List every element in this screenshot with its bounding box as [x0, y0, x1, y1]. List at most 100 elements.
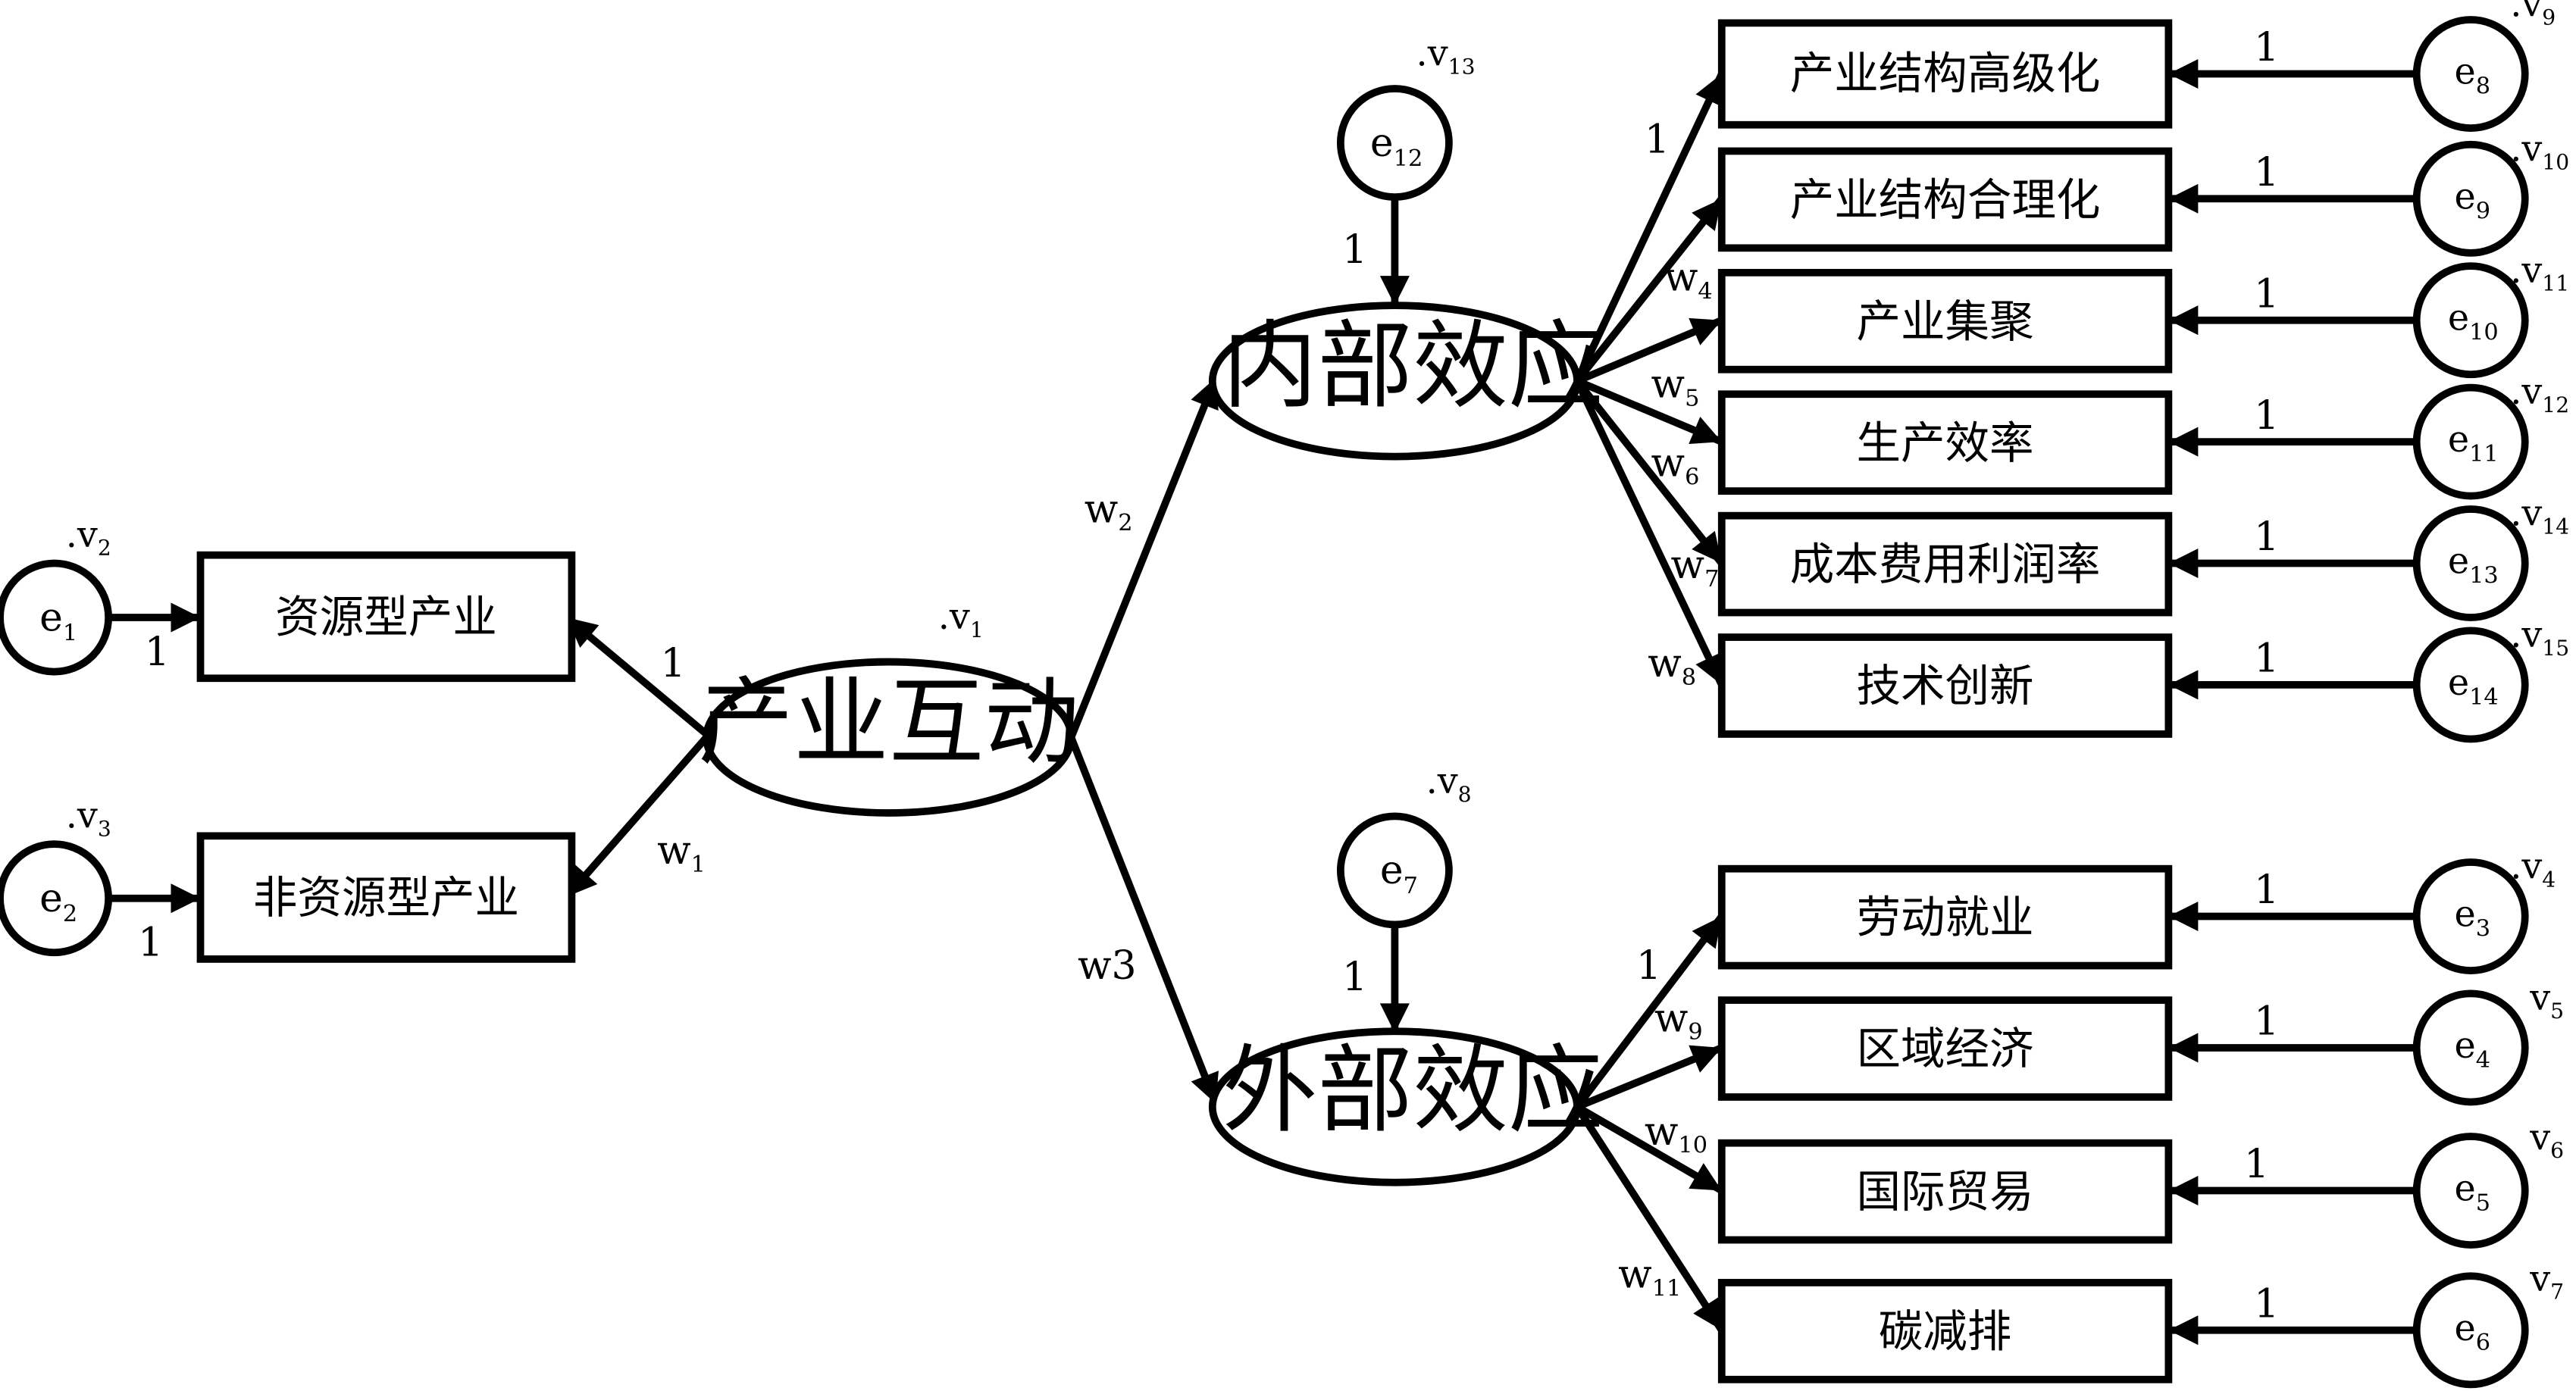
latent-interaction: [703, 658, 1075, 817]
box-trade-label: 国际贸易: [1857, 1166, 2034, 1218]
coef-w2: w2: [1085, 486, 1133, 536]
coef-external-1: 1: [1636, 943, 1661, 989]
coef-e14-1: 1: [2254, 636, 2279, 682]
variance-v8: .v8: [1426, 761, 1472, 807]
error-e10: [2412, 262, 2529, 379]
coef-e4-1: 1: [2254, 999, 2279, 1045]
coef-e12-1: 1: [1342, 227, 1367, 273]
error-e13-label: e13: [2448, 541, 2499, 589]
latent-internal: [1208, 302, 1581, 461]
box-upgrade-label: 产业结构高级化: [1790, 48, 2101, 99]
arrow-internal-2: [1574, 196, 1725, 383]
error-e5: [2412, 1133, 2529, 1249]
variance-v5: v5: [2529, 977, 2564, 1024]
arrow-interaction-to-internal: [1067, 376, 1219, 739]
error-e6-label: e6: [2455, 1308, 2491, 1356]
latent-variables: 产业互动 内部效应 外部效应: [698, 302, 1604, 1186]
box-productivity-label: 生产效率: [1857, 417, 2034, 469]
coef-e10-1: 1: [2254, 271, 2279, 317]
box-rationalize-label: 产业结构合理化: [1790, 174, 2101, 226]
coef-resource-1: 1: [660, 641, 685, 686]
coef-w8: w8: [1648, 641, 1696, 691]
coef-w7: w7: [1671, 542, 1720, 592]
box-productivity: [1717, 390, 2173, 495]
variance-v15: .v15: [2510, 614, 2569, 661]
arrow-internal-6: [1573, 379, 1726, 687]
coef-e9-1: 1: [2254, 150, 2279, 195]
coef-e5-1: 1: [2244, 1142, 2269, 1187]
coef-e8-1: 1: [2254, 25, 2279, 70]
box-innovation-label: 技术创新: [1857, 661, 2034, 712]
coef-w3: w3: [1078, 943, 1137, 989]
box-upgrade: [1717, 19, 2173, 129]
coef-w5: w5: [1651, 362, 1700, 412]
arrow-external-4: [1573, 1105, 1725, 1333]
coef-e1-1: 1: [145, 630, 170, 675]
error-e9: [2412, 140, 2529, 257]
variance-v14: .v14: [2510, 493, 2569, 539]
error-e10-label: e10: [2448, 298, 2499, 346]
coef-e2-1: 1: [138, 921, 163, 966]
coef-e13-1: 1: [2254, 514, 2279, 560]
variance-v10: .v10: [2510, 128, 2569, 174]
coefficient-labels: 1 w1 1 1 w2 w3 1 1 1 w4 w5 w6 w7 w8 1 w9…: [138, 25, 2279, 1327]
coef-w10: w10: [1645, 1109, 1707, 1159]
box-profit: [1717, 511, 2173, 617]
error-terms: e1 e2 e12 e7 e8 e9 e10 e11 e13 e14 e3 e4…: [0, 16, 2529, 1389]
arrow-internal-5: [1574, 378, 1725, 566]
latent-interaction-label: 产业互动: [698, 667, 1079, 778]
coef-w1: w1: [657, 828, 706, 878]
variance-v1: .v1: [938, 596, 984, 642]
error-e3: [2412, 858, 2529, 974]
variance-v11: .v11: [2510, 250, 2569, 296]
variance-v4: .v4: [2510, 846, 2556, 892]
latent-external-label: 外部效应: [1222, 1035, 1604, 1146]
variance-v13: .v13: [1416, 33, 1476, 80]
error-e6: [2412, 1272, 2529, 1389]
box-regional: [1717, 996, 2173, 1101]
box-carbon-label: 碳减排: [1879, 1305, 2012, 1357]
box-employment-label: 劳动就业: [1857, 892, 2034, 943]
coef-w11: w11: [1618, 1252, 1681, 1302]
error-e7: [1336, 812, 1453, 929]
error-e1-label: e1: [39, 595, 77, 646]
variance-v6: v6: [2529, 1117, 2564, 1163]
box-rationalize: [1717, 147, 2173, 252]
coef-e7-1: 1: [1342, 955, 1367, 1000]
indicator-boxes: 资源型产业 非资源型产业 产业结构高级化 产业结构合理化 产业集聚 生产效率 成…: [196, 19, 2173, 1383]
arrow-internal-1: [1573, 72, 1726, 383]
error-e12: [1336, 85, 1453, 201]
arrow-external-3: [1575, 1103, 1724, 1194]
edges: [111, 59, 2417, 1346]
error-e12-label: e12: [1370, 120, 1423, 172]
coef-internal-1: 1: [1645, 117, 1670, 163]
latent-external: [1208, 1027, 1581, 1186]
variance-labels: .v1 .v2 .v3 .v13 .v8 .v9 .v10 .v11 .v12 …: [66, 0, 2569, 1305]
box-innovation: [1717, 633, 2173, 738]
error-e11-label: e11: [2448, 419, 2499, 467]
error-e2-label: e2: [39, 876, 77, 927]
error-e14-label: e14: [2448, 662, 2499, 711]
arrow-internal-4: [1576, 377, 1723, 445]
error-e7-label: e7: [1380, 848, 1418, 899]
variance-v3: .v3: [66, 795, 111, 841]
coef-w4: w4: [1664, 255, 1713, 305]
error-e9-label: e9: [2455, 176, 2491, 224]
coef-e3-1: 1: [2254, 867, 2279, 913]
error-e1: [0, 559, 112, 676]
error-e5-label: e5: [2455, 1168, 2491, 1217]
box-carbon: [1717, 1279, 2173, 1383]
box-nonresource-label: 非资源型产业: [253, 872, 519, 924]
arrow-internal-3: [1576, 317, 1723, 385]
error-e11: [2412, 383, 2529, 500]
box-nonresource: [196, 832, 576, 963]
error-e2: [0, 840, 112, 957]
variance-v9: .v9: [2510, 0, 2556, 30]
error-e3-label: e3: [2455, 894, 2491, 942]
box-agglomeration-label: 产业集聚: [1857, 295, 2034, 347]
box-employment: [1717, 864, 2173, 970]
variance-v7: v7: [2529, 1258, 2564, 1305]
box-agglomeration: [1717, 268, 2173, 374]
box-trade: [1717, 1139, 2173, 1244]
error-e4: [2412, 989, 2529, 1106]
